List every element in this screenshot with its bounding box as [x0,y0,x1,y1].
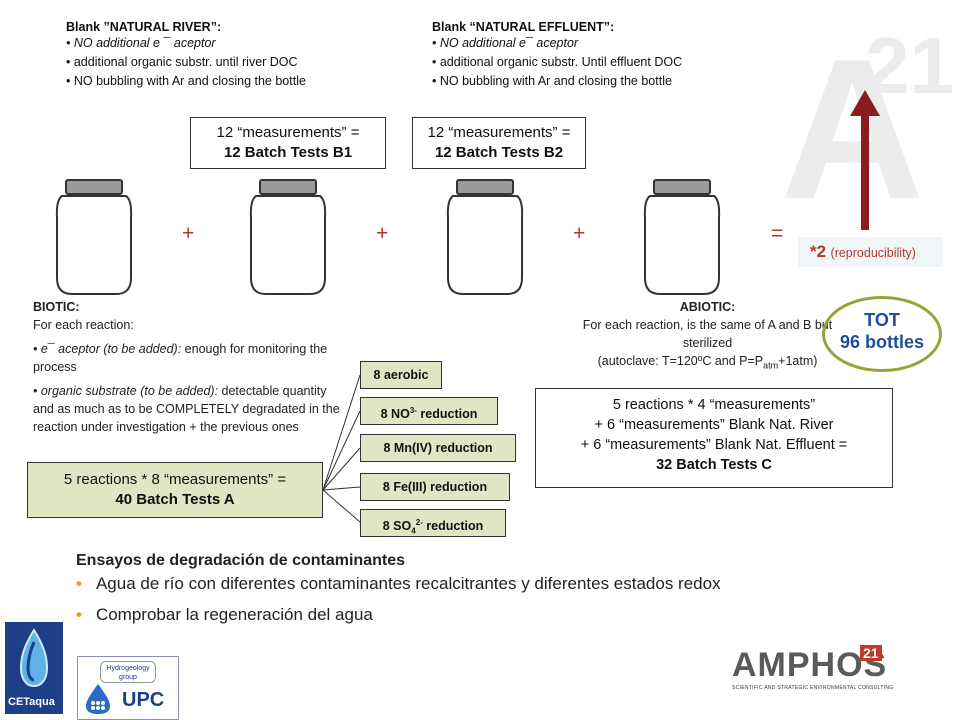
upc-group-text: Hydrogeology group [106,665,149,681]
footer-bullet: • Comprobar la regeneración del agua [76,605,373,625]
bullet-icon: • [76,605,82,624]
upc-group-label: Hydrogeology group [100,661,156,683]
footer-bullet: • Agua de río con diferentes contaminante… [76,574,721,594]
cetaqua-logo: CETaqua [5,622,63,714]
bullet-icon: • [76,574,82,593]
amphos-logo: AMPHOS 21 SCIENTIFIC AND STRATEGIC ENVIR… [732,645,892,695]
batch-c-box: 5 reactions * 4 “measurements” + 6 “meas… [535,388,893,488]
water-drop-icon [17,628,51,688]
batch-c-line: 5 reactions * 4 “measurements” [536,395,892,415]
reaction-mn-reduction: 8 Mn(IV) reduction [360,434,516,462]
reaction-no3-reduction: 8 NO3- reduction [360,397,498,425]
footer-heading: Ensayos de degradación de contaminantes [76,552,405,570]
upc-text: UPC [122,689,164,712]
batch-c-line: + 6 “measurements” Blank Nat. Effluent = [536,435,892,455]
batch-a-line2: 40 Batch Tests A [28,490,322,510]
reaction-aerobic: 8 aerobic [360,361,442,389]
batch-c-total: 32 Batch Tests C [536,455,892,475]
amphos-superscript: 21 [860,645,882,661]
footer-bullet-text: Agua de río con diferentes contaminantes… [96,574,721,593]
footer-bullet-text: Comprobar la regeneración del agua [96,605,373,624]
amphos-tagline: SCIENTIFIC AND STRATEGIC ENVIRONMENTAL C… [732,685,893,691]
cetaqua-text: CETaqua [8,696,55,708]
reaction-so4-reduction: 8 SO42- reduction [360,509,506,537]
reaction-fe-reduction: 8 Fe(III) reduction [360,473,510,501]
upc-logo: Hydrogeology group UPC [77,656,179,720]
batch-a-line1: 5 reactions * 8 “measurements” = [64,471,286,488]
batch-a-box: 5 reactions * 8 “measurements” = 40 Batc… [27,462,323,518]
drop-grid-icon [82,683,114,715]
batch-c-line: + 6 “measurements” Blank Nat. River [536,415,892,435]
